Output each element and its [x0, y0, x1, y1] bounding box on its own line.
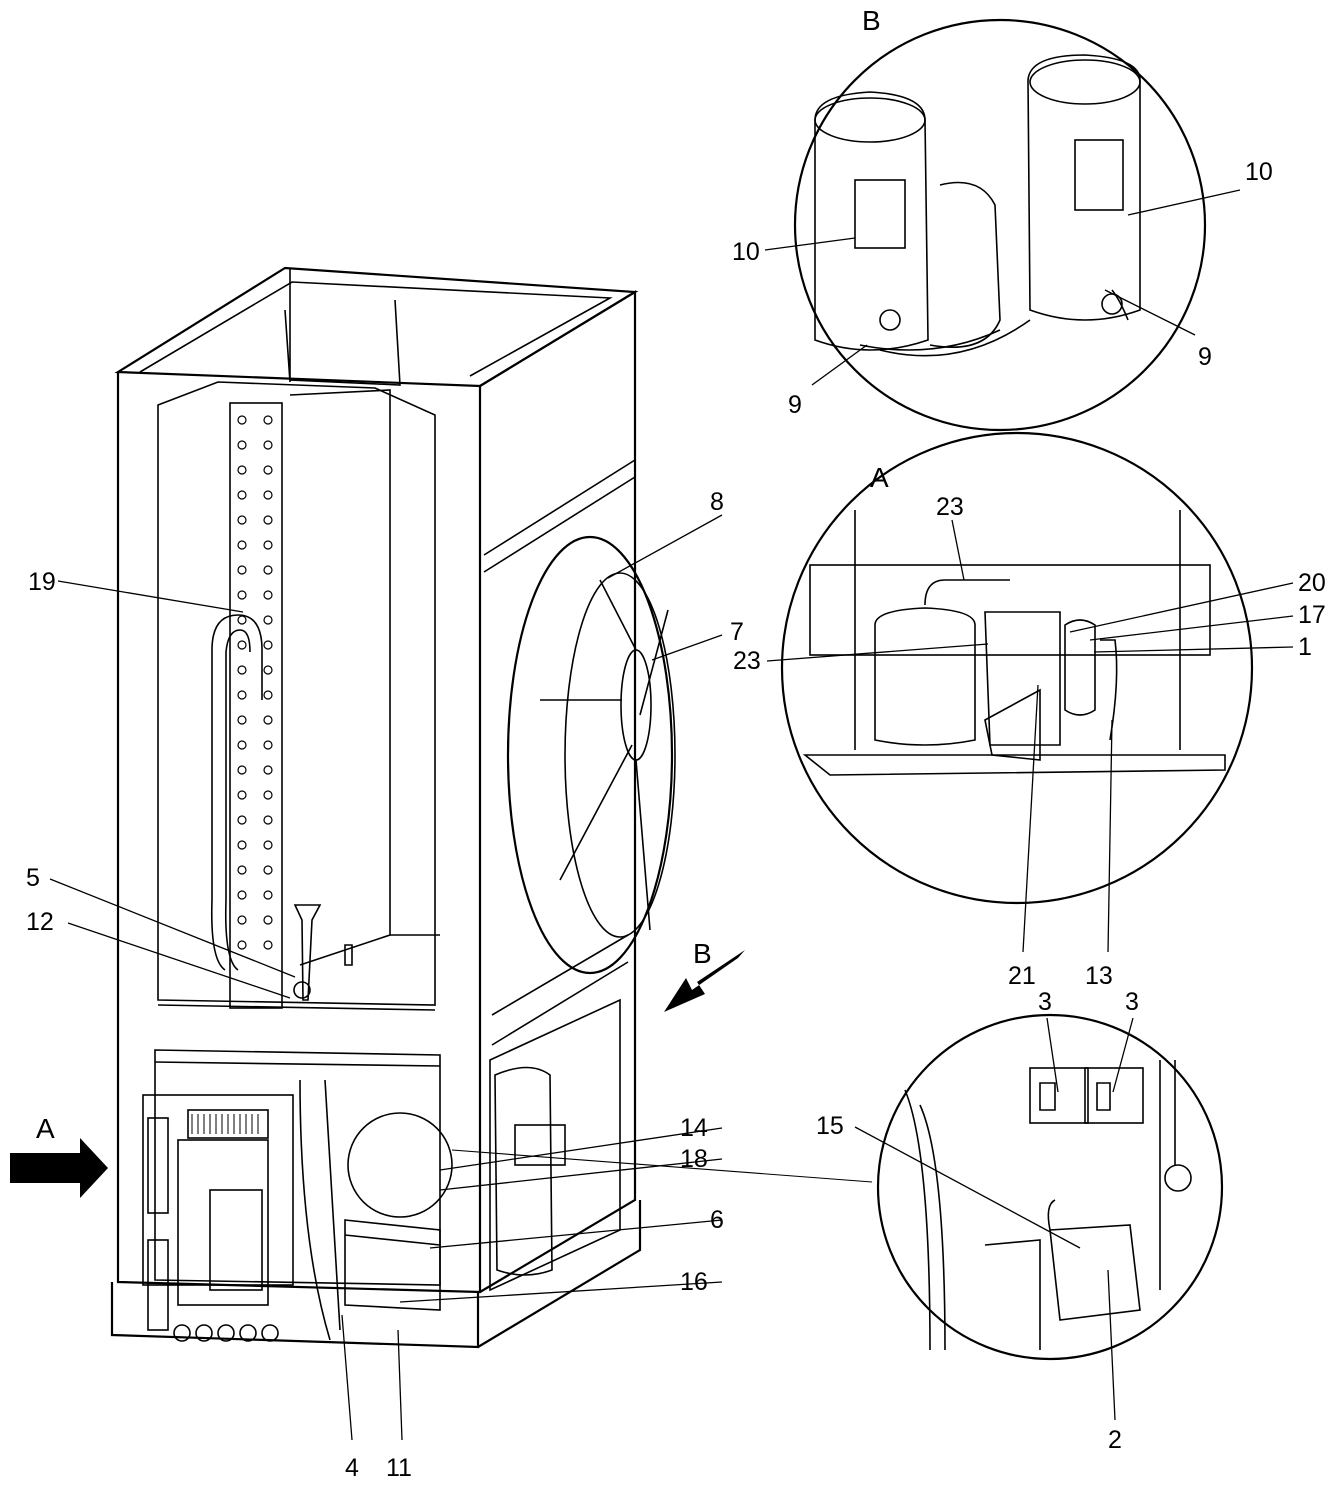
callout-9-right: 9 [1198, 343, 1212, 371]
callout-3-right: 3 [1125, 988, 1139, 1016]
callout-9-left: 9 [788, 391, 802, 419]
callout-6: 6 [710, 1206, 724, 1234]
view-arrow-a [10, 1138, 108, 1198]
callout-11: 11 [386, 1454, 412, 1482]
view-label-b-detail: B [862, 5, 881, 36]
callout-7: 7 [730, 618, 744, 646]
callout-18: 18 [680, 1145, 708, 1173]
leader-lines [49, 189, 1294, 1441]
view-label-a-detail: A [870, 462, 889, 493]
callout-17: 17 [1298, 601, 1326, 629]
callout-10-left: 10 [732, 238, 760, 266]
callout-19: 19 [28, 568, 56, 596]
callout-23-left: 23 [733, 647, 761, 675]
callout-2: 2 [1108, 1426, 1122, 1454]
view-label-b-arrow: B [693, 938, 712, 969]
callout-1: 1 [1298, 633, 1312, 661]
callout-15: 15 [816, 1112, 844, 1140]
callout-16: 16 [680, 1268, 708, 1296]
detail-a-compressor-bay [780, 431, 1254, 905]
detail-b-compressors [793, 18, 1207, 432]
coil-tubes [237, 415, 273, 950]
callout-8: 8 [710, 488, 724, 516]
callout-4: 4 [345, 1454, 359, 1482]
detail-valves [876, 1013, 1224, 1361]
main-cabinet [110, 266, 642, 1349]
condenser-fan [506, 535, 676, 975]
callout-3-left: 3 [1038, 988, 1052, 1016]
callout-13: 13 [1085, 962, 1113, 990]
callout-14: 14 [680, 1114, 708, 1142]
callout-labels: 19 8 7 5 12 14 18 6 16 4 11 15 2 3 3 21 … [26, 5, 1326, 1482]
callout-5: 5 [26, 864, 40, 892]
electrical-panel [142, 1094, 294, 1342]
callout-21: 21 [1008, 962, 1036, 990]
callout-23-top: 23 [936, 493, 964, 521]
callout-10-right: 10 [1245, 158, 1273, 186]
view-arrow-b [664, 950, 745, 1012]
view-label-a-arrow: A [36, 1113, 55, 1144]
callout-12: 12 [26, 908, 54, 936]
cable-glands [173, 1324, 279, 1342]
callout-20: 20 [1298, 569, 1326, 597]
